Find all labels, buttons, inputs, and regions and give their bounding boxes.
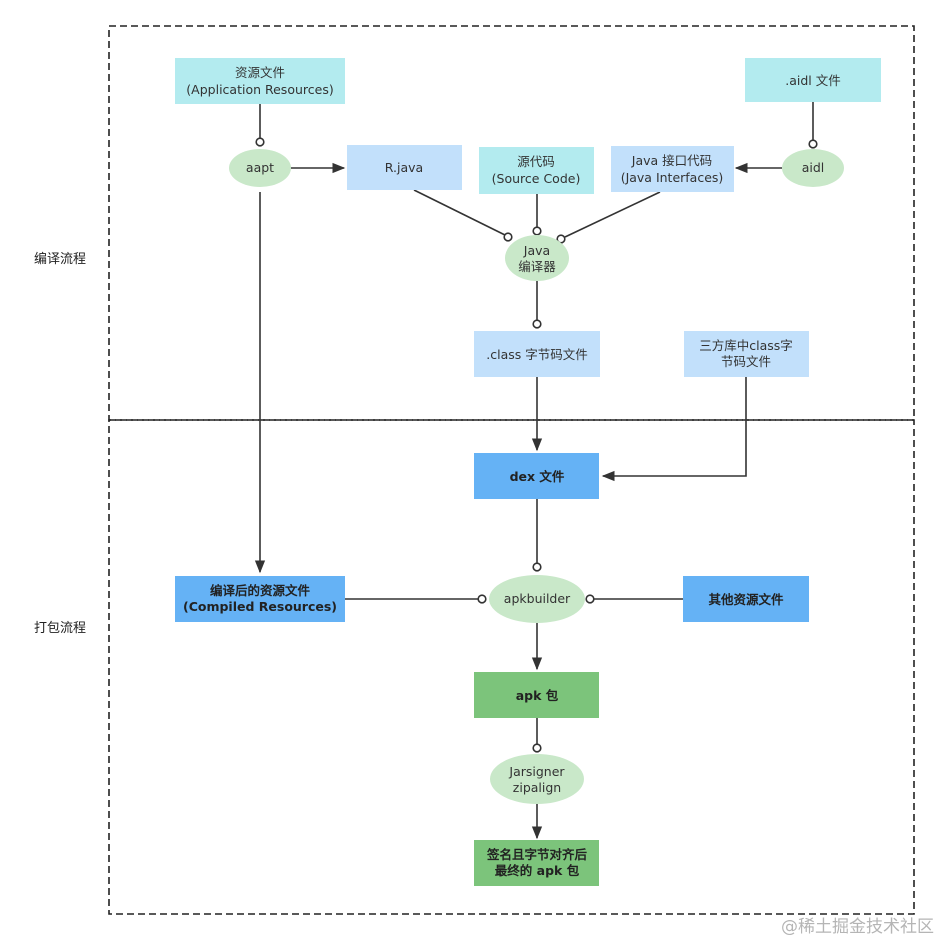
svg-text:资源文件: 资源文件 [235,65,285,80]
svg-text:三方库中class字: 三方库中class字 [699,338,793,353]
node-aapt: aapt [229,149,291,187]
svg-text:dex 文件: dex 文件 [510,469,565,484]
dot-aapt-top [255,137,265,147]
node-app-resources: 资源文件 (Application Resources) [175,58,345,104]
connector-dots [255,137,818,753]
svg-text:apk 包: apk 包 [516,688,559,703]
edge-interfaces-compiler [564,191,661,238]
node-source-code: 源代码 (Source Code) [479,147,594,194]
package-section-frame [108,419,915,915]
node-apkbuilder: apkbuilder [489,575,585,623]
node-aidl-file: .aidl 文件 [745,58,881,102]
connectors [254,102,814,840]
package-section-label: 打包流程 [34,621,86,636]
svg-text:aidl: aidl [802,160,825,175]
node-java-interfaces: Java 接口代码 (Java Interfaces) [611,146,734,192]
node-dex-file: dex 文件 [474,453,599,499]
compile-section-label: 编译流程 [34,252,86,267]
node-java-compiler: Java 编译器 [505,235,569,281]
svg-text:签名且字节对齐后: 签名且字节对齐后 [486,847,588,862]
node-aidl: aidl [782,149,844,187]
svg-text:最终的 apk 包: 最终的 apk 包 [495,863,580,878]
svg-text:aapt: aapt [246,160,274,175]
node-compiled-resources: 编译后的资源文件 (Compiled Resources) [175,576,345,622]
node-third-party-class: 三方库中class字 节码文件 [684,331,809,377]
node-other-resources: 其他资源文件 [683,576,809,622]
dot-compiler-left [503,232,513,242]
dot-jarsigner-top [532,743,542,753]
svg-text:(Java Interfaces): (Java Interfaces) [621,170,724,185]
watermark-text: @稀土掘金技术社区 [781,917,934,937]
svg-text:apkbuilder: apkbuilder [504,591,571,606]
dot-apkbuilder-top [532,562,542,572]
svg-text:编译后的资源文件: 编译后的资源文件 [210,583,311,598]
edge-rjava-compiler [413,189,508,237]
svg-text:编译器: 编译器 [518,259,556,274]
svg-text:(Compiled Resources): (Compiled Resources) [183,599,337,614]
svg-text:Java: Java [523,243,550,258]
node-jarsigner-zipalign: Jarsigner zipalign [490,754,584,804]
svg-text:(Source Code): (Source Code) [492,171,581,186]
dot-apkbuilder-left [477,594,487,604]
node-apk: apk 包 [474,672,599,718]
dot-compiler-top [532,226,542,236]
svg-text:zipalign: zipalign [513,780,561,795]
dot-aidl-top [808,139,818,149]
node-class-files: .class 字节码文件 [474,331,600,377]
svg-text:(Application Resources): (Application Resources) [186,82,333,97]
node-r-java: R.java [347,145,462,190]
svg-text:.class 字节码文件: .class 字节码文件 [486,347,587,362]
dot-apkbuilder-right [585,594,595,604]
svg-text:Jarsigner: Jarsigner [508,764,565,779]
svg-text:节码文件: 节码文件 [721,354,771,369]
svg-text:Java 接口代码: Java 接口代码 [631,153,712,168]
node-final-apk: 签名且字节对齐后 最终的 apk 包 [474,840,599,886]
dot-class-top [532,319,542,329]
svg-text:其他资源文件: 其他资源文件 [708,592,784,607]
edge-thirdparty-dex [601,377,747,482]
svg-text:R.java: R.java [385,160,423,175]
svg-text:源代码: 源代码 [517,154,555,169]
svg-text:.aidl 文件: .aidl 文件 [785,73,841,88]
